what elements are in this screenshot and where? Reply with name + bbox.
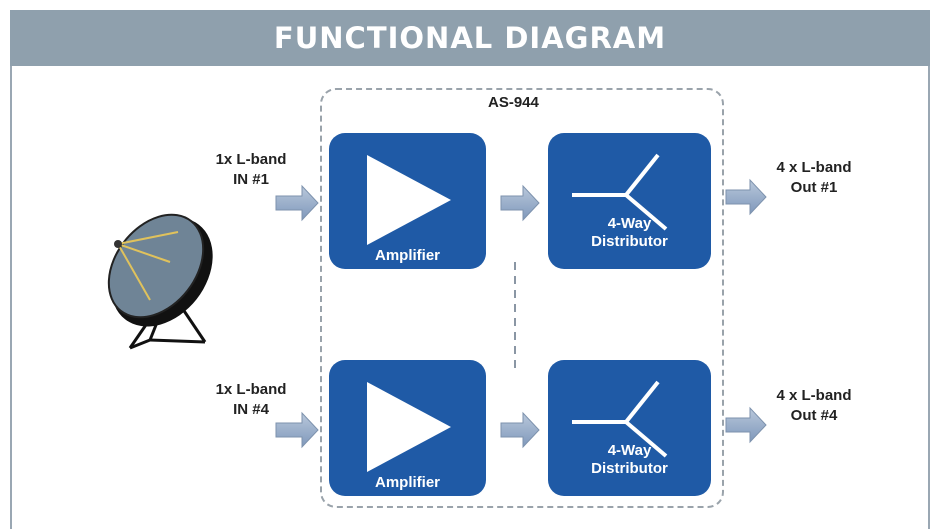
arrow-right-icon [500,411,540,449]
arrow-right-icon [725,406,767,444]
amplifier-label-4: Amplifier [374,474,440,491]
output-label-4: 4 x L-band Out #4 [754,386,874,426]
arrow-right-icon [275,411,319,449]
distributor-label-4-line2: Distributor [591,460,668,477]
output-label-4-line2: Out #4 [790,407,838,424]
arrow-right-icon [275,184,319,222]
amplifier-triangle-icon [367,155,451,245]
frame-border-right [928,66,930,529]
arrow-right-icon [725,178,767,216]
input-label-4-line1: 1x L-band [215,381,287,398]
enclosure-label: AS-944 [488,94,539,111]
amplifier-triangle-icon [367,382,451,472]
input-label-1-line2: IN #1 [233,171,269,188]
distributor-block-1: 4-Way Distributor [548,133,711,269]
distributor-label-1: 4-Way Distributor [548,215,711,251]
diagram-header: FUNCTIONAL DIAGRAM [10,10,930,66]
distributor-label-4-line1: 4-Way [607,442,652,459]
diagram-title: FUNCTIONAL DIAGRAM [273,21,667,55]
distributor-label-1-line1: 4-Way [607,215,652,232]
splitter-icon [572,380,668,458]
amplifier-block-4: Amplifier [329,360,486,496]
amplifier-label-1: Amplifier [374,247,440,264]
input-label-1: 1x L-band IN #1 [196,150,306,190]
output-label-1-line1: 4 x L-band [776,159,852,176]
distributor-block-4: 4-Way Distributor [548,360,711,496]
input-label-4: 1x L-band IN #4 [196,380,306,420]
amplifier-block-1: Amplifier [329,133,486,269]
distributor-label-4: 4-Way Distributor [548,442,711,478]
frame-border-left [10,66,12,529]
output-label-4-line1: 4 x L-band [776,387,852,404]
output-label-1-line2: Out #1 [790,179,838,196]
device-enclosure [320,88,724,508]
arrow-right-icon [500,184,540,222]
output-label-1: 4 x L-band Out #1 [754,158,874,198]
distributor-label-1-line2: Distributor [591,233,668,250]
input-label-4-line2: IN #4 [233,401,269,418]
splitter-icon [572,153,668,231]
input-label-1-line1: 1x L-band [215,151,287,168]
satellite-dish-icon [107,213,213,350]
